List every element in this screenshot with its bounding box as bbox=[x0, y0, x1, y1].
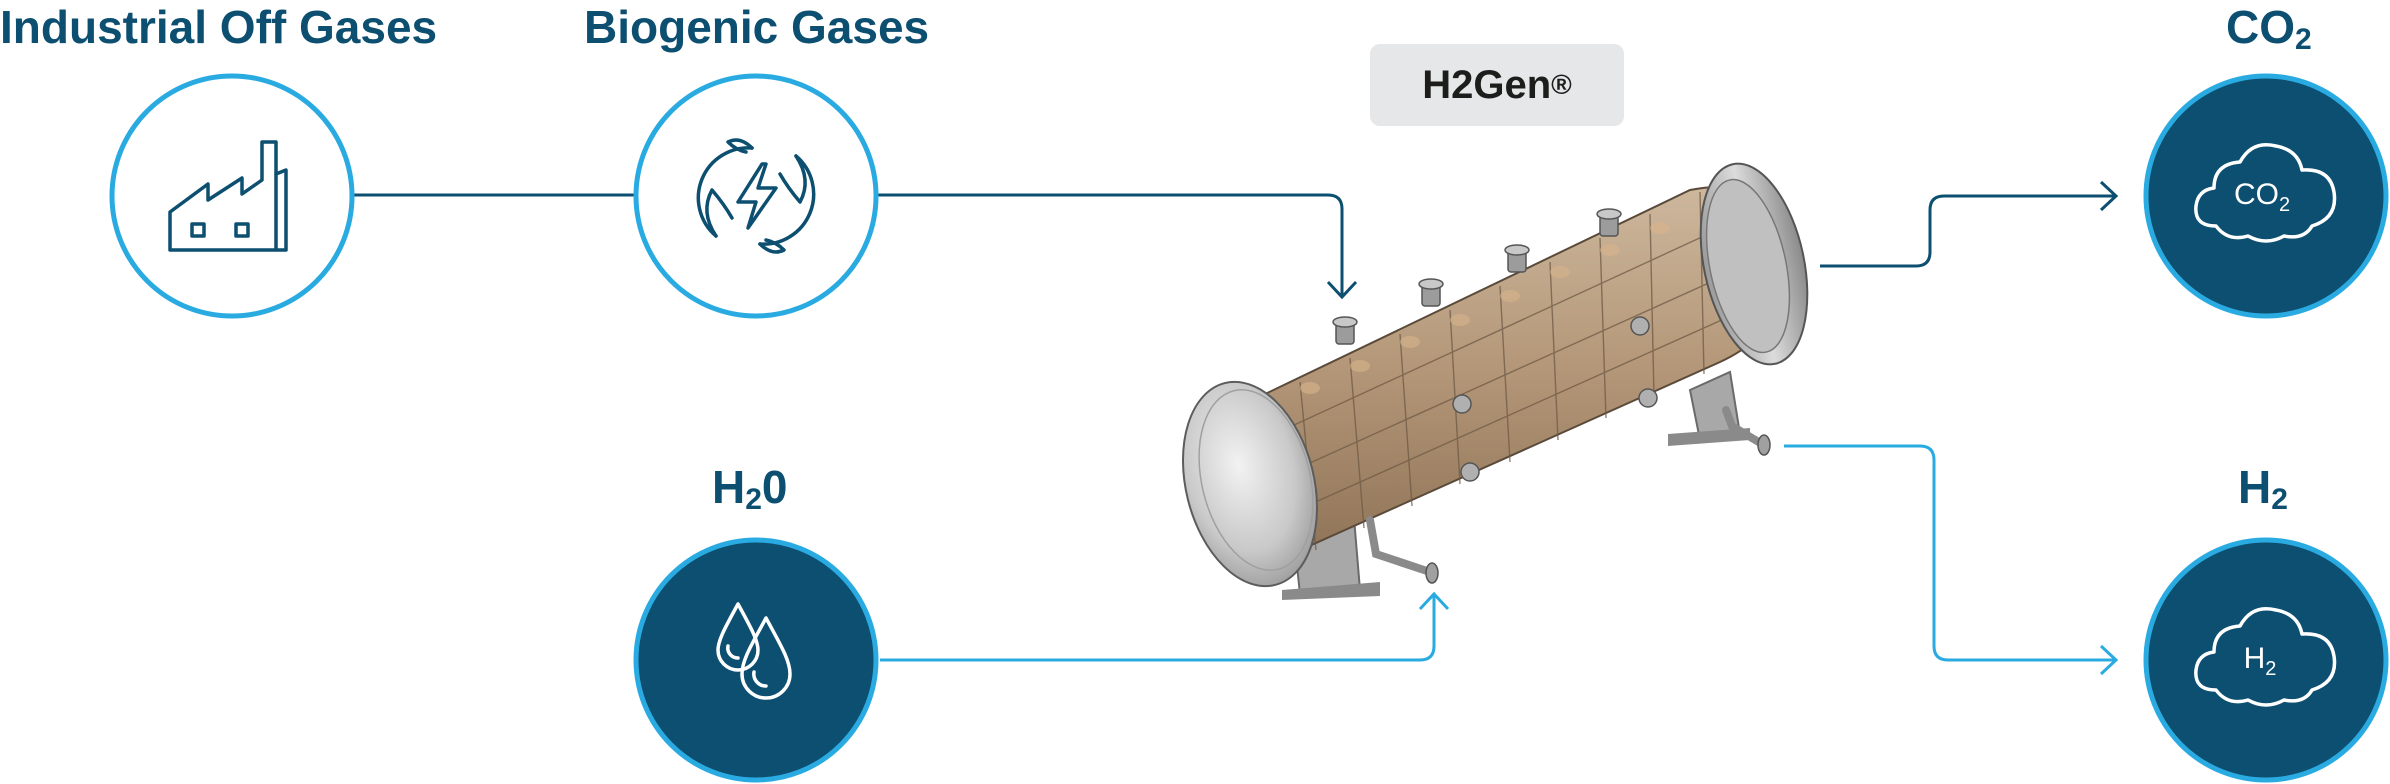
water-label-end: 0 bbox=[761, 461, 788, 513]
water-drops-icon bbox=[716, 602, 792, 700]
h2-title: H2 bbox=[2238, 461, 2288, 515]
water-node bbox=[633, 537, 879, 783]
h2-label-main: H bbox=[2238, 461, 2272, 513]
factory-icon bbox=[168, 140, 288, 252]
gases-to-vessel-line bbox=[876, 193, 1344, 296]
vessel-top-nozzles bbox=[1332, 208, 1622, 345]
h2gen-badge: H2Gen® bbox=[1370, 44, 1624, 126]
water-arrowhead bbox=[1418, 591, 1450, 611]
h2gen-label: H2Gen bbox=[1422, 62, 1552, 107]
h2-node: H2 bbox=[2143, 537, 2389, 783]
gases-arrowhead bbox=[1326, 280, 1358, 300]
industrial-gases-node bbox=[109, 73, 355, 319]
co2-cloud-text: CO2 bbox=[2234, 178, 2290, 216]
vessel-saddle-right bbox=[1668, 370, 1750, 446]
vessel-left-cap-rim bbox=[1198, 389, 1314, 571]
vessel-pipes bbox=[1366, 406, 1766, 576]
vessel-right-flange-inner bbox=[1705, 178, 1791, 354]
co2-title: CO2 bbox=[2226, 1, 2312, 55]
water-to-vessel-line bbox=[880, 595, 1436, 662]
cloud-icon bbox=[2194, 143, 2337, 243]
vessel-side-nozzles bbox=[1452, 316, 1658, 482]
co2-arrowhead bbox=[2099, 180, 2119, 212]
reactor-vessel bbox=[1181, 162, 1809, 600]
co2-node: CO2 bbox=[2143, 73, 2389, 319]
water-label-sub: 2 bbox=[745, 483, 762, 516]
co2-label-sub: 2 bbox=[2295, 23, 2312, 56]
flow-lines bbox=[352, 180, 2119, 676]
biogenic-gases-title: Biogenic Gases bbox=[584, 4, 929, 50]
biogenic-gases-label: Biogenic Gases bbox=[584, 1, 930, 53]
h2-label-sub: 2 bbox=[2271, 483, 2288, 516]
vessel-to-h2-line bbox=[1784, 444, 2116, 662]
h2-arrowhead bbox=[2099, 644, 2119, 676]
co2-label-main: CO bbox=[2226, 1, 2295, 53]
vessel-top-texture bbox=[1300, 222, 1670, 394]
leaf-lightning-icon bbox=[696, 138, 816, 254]
vessel-left-cap bbox=[1181, 380, 1319, 588]
industrial-gases-title: Industrial Off Gases bbox=[0, 4, 437, 50]
registered-mark: ® bbox=[1551, 69, 1572, 100]
vessel-to-co2-line bbox=[1820, 194, 2116, 268]
h2-cloud-text: H2 bbox=[2244, 642, 2277, 680]
vessel-panel-grid bbox=[1239, 191, 1745, 551]
water-label-main: H bbox=[712, 461, 746, 513]
cloud-icon bbox=[2194, 607, 2337, 707]
vessel-pipe-flanges bbox=[1425, 434, 1771, 584]
water-title: H20 bbox=[712, 461, 788, 515]
industrial-gases-label: Industrial Off Gases bbox=[0, 1, 438, 53]
biogenic-gases-node bbox=[633, 73, 879, 319]
